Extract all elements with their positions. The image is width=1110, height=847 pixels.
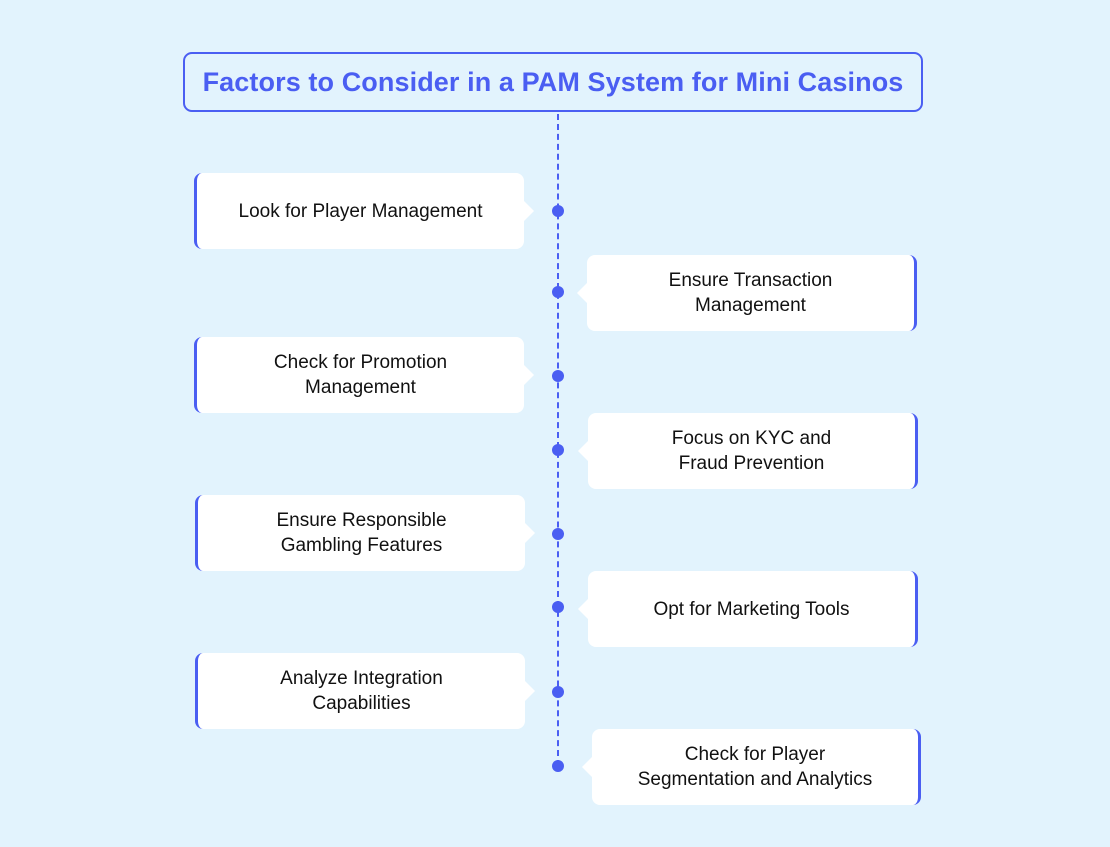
factor-label: Analyze Integration Capabilities xyxy=(280,668,443,714)
factor-card-responsible-gambling: Ensure Responsible Gambling Features xyxy=(195,495,535,571)
timeline-dot xyxy=(552,686,564,698)
timeline-dot xyxy=(552,444,564,456)
factor-label: Ensure Responsible Gambling Features xyxy=(276,510,447,556)
factor-label: Check for Promotion Management xyxy=(273,352,448,398)
title-box: Factors to Consider in a PAM System for … xyxy=(183,52,923,112)
timeline-dot xyxy=(552,601,564,613)
timeline-dot xyxy=(552,528,564,540)
factor-card-marketing-tools: Opt for Marketing Tools xyxy=(578,571,918,647)
timeline-dot xyxy=(552,370,564,382)
factor-label: Focus on KYC and Fraud Prevention xyxy=(671,428,832,474)
factor-card-segmentation-analytics: Check for Player Segmentation and Analyt… xyxy=(582,729,921,805)
factor-label: Opt for Marketing Tools xyxy=(653,598,850,620)
factor-card-player-management: Look for Player Management xyxy=(194,173,534,249)
factor-card-kyc-fraud: Focus on KYC and Fraud Prevention xyxy=(578,413,918,489)
factor-card-promotion-management: Check for Promotion Management xyxy=(194,337,534,413)
timeline-dot xyxy=(552,205,564,217)
diagram-title: Factors to Consider in a PAM System for … xyxy=(202,66,904,97)
timeline-dot xyxy=(552,286,564,298)
factor-label: Look for Player Management xyxy=(238,200,483,222)
timeline-dashed-line xyxy=(557,114,559,766)
factor-card-integration: Analyze Integration Capabilities xyxy=(195,653,535,729)
factor-label: Check for Player Segmentation and Analyt… xyxy=(637,744,873,790)
factor-label: Ensure Transaction Management xyxy=(668,270,833,316)
factor-card-transaction-management: Ensure Transaction Management xyxy=(577,255,917,331)
timeline-dot xyxy=(552,760,564,772)
